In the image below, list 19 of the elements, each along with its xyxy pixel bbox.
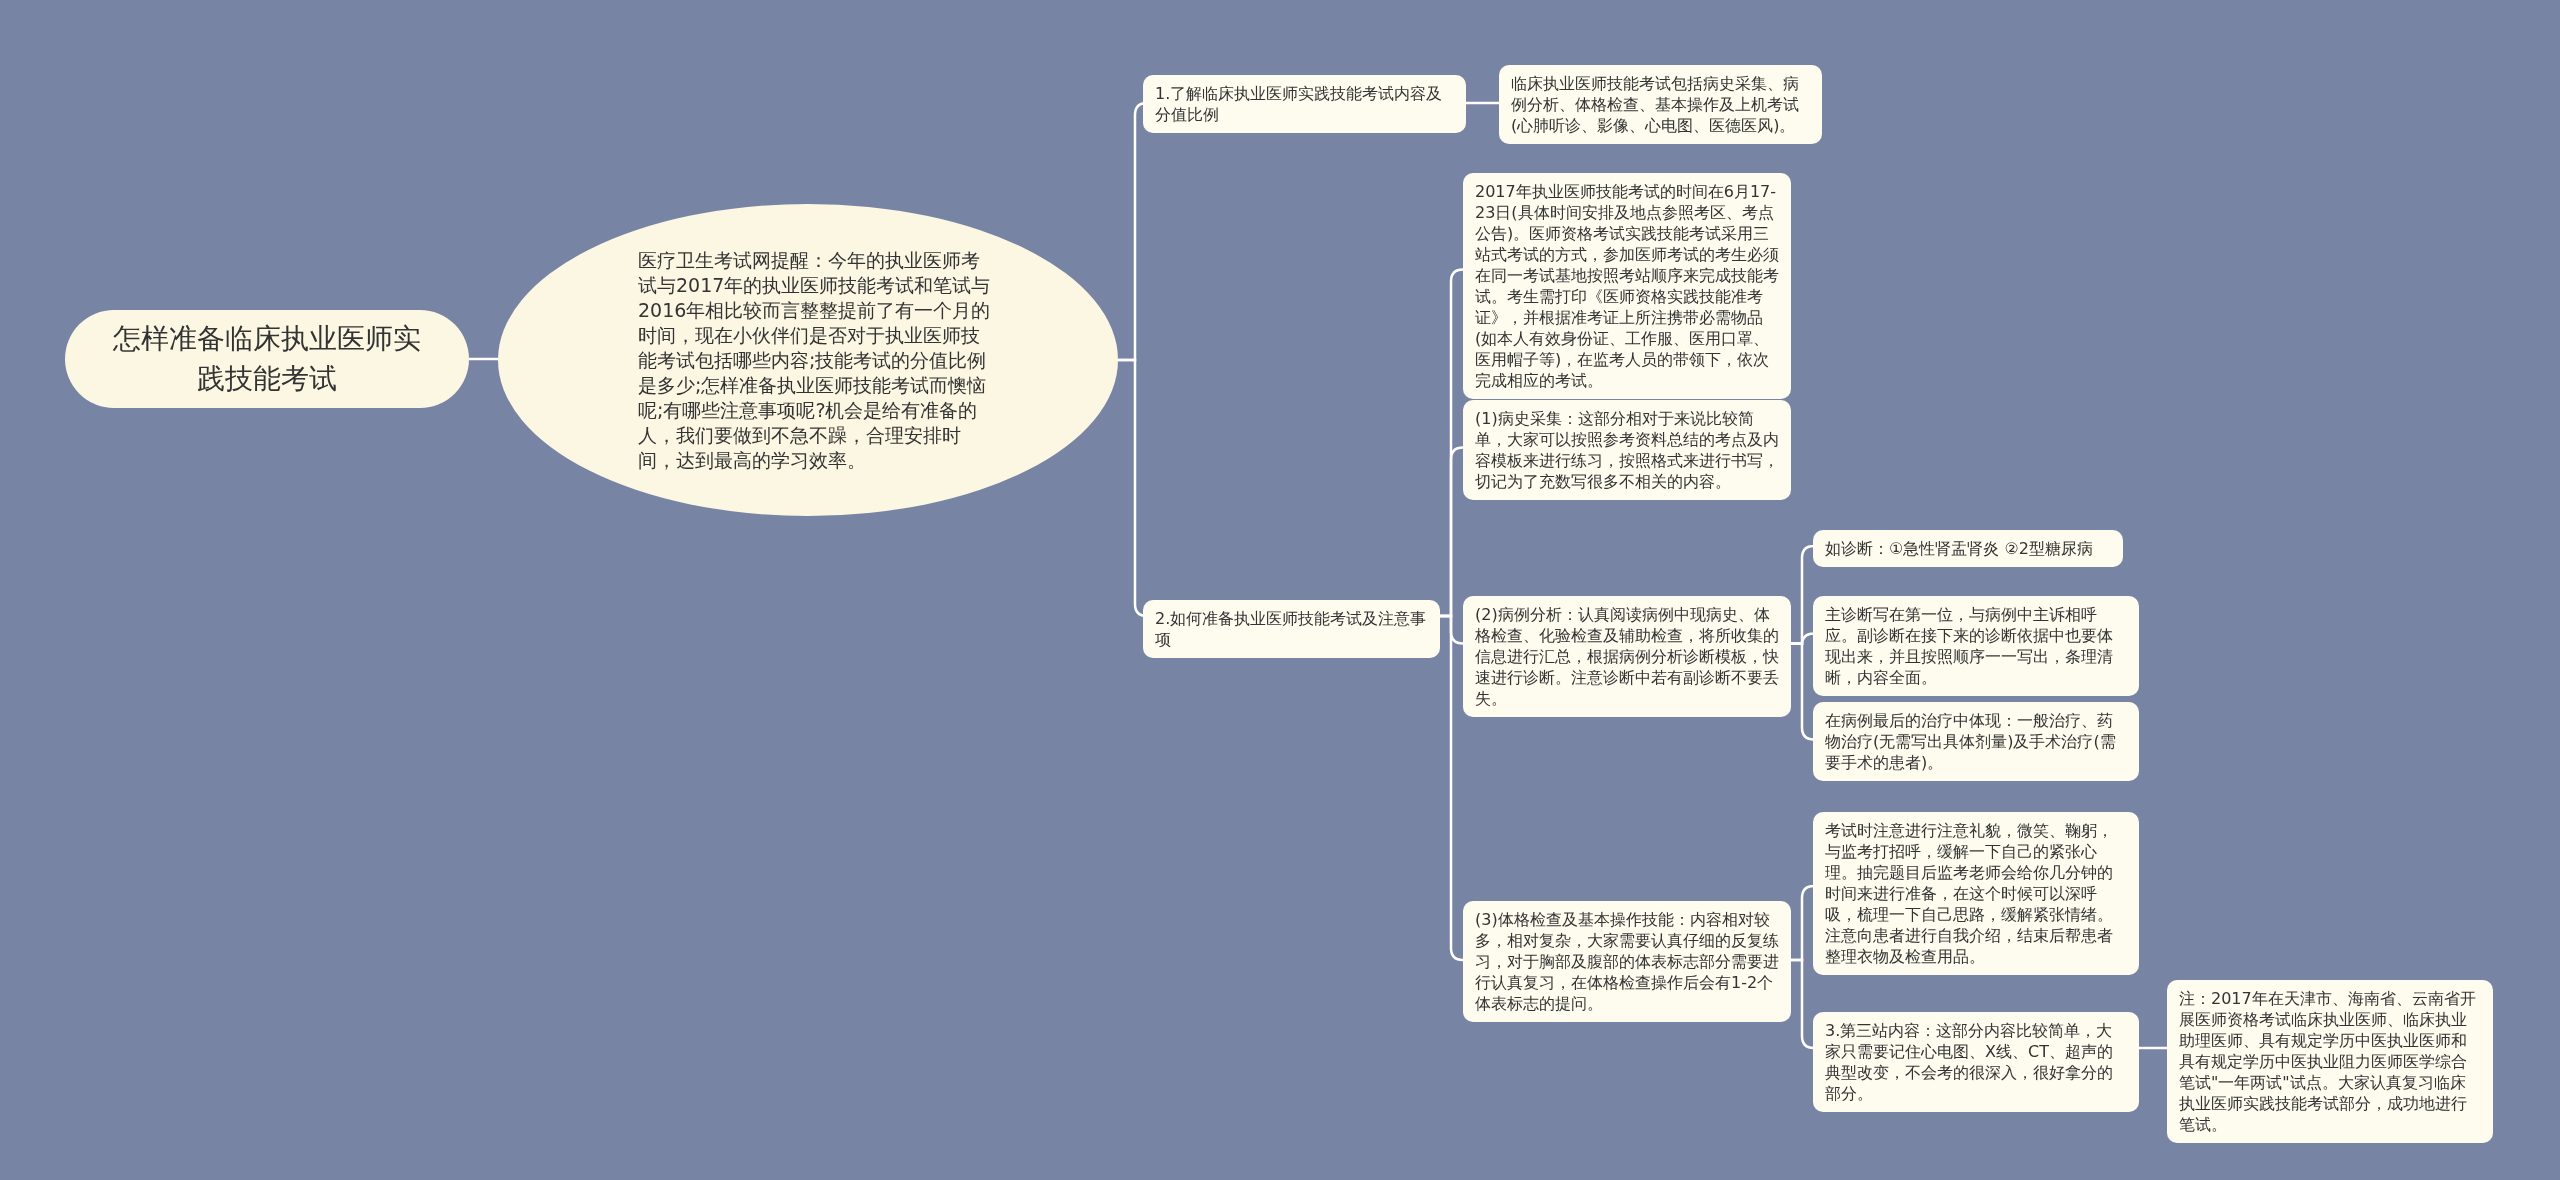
connector-line — [1466, 101, 1499, 105]
connector-line — [469, 357, 498, 361]
text-box: 考试时注意进行注意礼貌，微笑、鞠躬，与监考打招呼，缓解一下自己的紧张心理。抽完题目后监考老师会给你几分钟的时间来进行准备，在这个时候可以深呼吸，梳理一下自己思路，缓解紧张情绪。注意向患者进行自我介绍，结束后帮患者整理衣物及检查用品。 — [1813, 812, 2139, 975]
connector-line — [1440, 614, 1465, 962]
text-box: 如诊断：①急性肾盂肾炎 ②2型糖尿病 — [1813, 530, 2123, 567]
text-box: 临床执业医师技能考试包括病史采集、病例分析、体格检查、基本操作及上机考试(心肺听诊、影像、心电图、医德医风)。 — [1499, 65, 1822, 144]
text-box: 1.了解临床执业医师实践技能考试内容及分值比例 — [1143, 75, 1466, 133]
topic-box: 怎样准备临床执业医师实践技能考试 — [65, 310, 469, 408]
text-box: 2.如何准备执业医师技能考试及注意事项 — [1143, 600, 1440, 658]
text-box: 3.第三站内容：这部分内容比较简单，大家只需要记住心电图、X线、CT、超声的典型改变，不会考的很深入，很好拿分的部分。 — [1813, 1012, 2139, 1112]
text-box: (3)体格检查及基本操作技能：内容相对较多，相对复杂，大家需要认真仔细的反复练习，对于胸部及腹部的体表标志部分需要进行认真复习，在体格检查操作后会有1-2个体表标志的提问。 — [1463, 901, 1791, 1022]
text-box: 在病例最后的治疗中体现：一般治疗、药物治疗(无需写出具体剂量)及手术治疗(需要手术的患者)。 — [1813, 702, 2139, 781]
text-box: (1)病史采集：这部分相对于来说比较简单，大家可以按照参考资料总结的考点及内容模板来进行练习，按照格式来进行书写，切记为了充数写很多不相关的内容。 — [1463, 400, 1791, 500]
text-box: 注：2017年在天津市、海南省、云南省开展医师资格考试临床执业医师、临床执业助理医师、具有规定学历中医执业医师和具有规定学历中医执业阻力医师医学综合笔试"一年两试"试点。大家认真复习临床执业医师实践技能考试部分，成功地进行笔试。 — [2167, 980, 2493, 1143]
text-box: 主诊断写在第一位，与病例中主诉相呼应。副诊断在接下来的诊断依据中也要体现出来，并且按照顺序一一写出，条理清晰，内容全面。 — [1813, 596, 2139, 696]
text-box: (2)病例分析：认真阅读病例中现病史、体格检查、化验检查及辅助检查，将所收集的信息进行汇总，根据病例分析诊断模板，快速进行诊断。注意诊断中若有副诊断不要丢失。 — [1463, 596, 1791, 717]
ellipse-node: 医疗卫生考试网提醒：今年的执业医师考试与2017年的执业医师技能考试和笔试与2016年相比较而言整整提前了有一个月的时间，现在小伙伴们是否对于执业医师技能考试包括哪些内容;技能考试的分值比例是多少;怎样准备执业医师技能考试而懊恼呢;有哪些注意事项呢?机会是给有准备的人，我们要做到不急不躁，合理安排时间，达到最高的学习效率。 — [498, 204, 1118, 516]
text-box: 2017年执业医师技能考试的时间在6月17-23日(具体时间安排及地点参照考区、考点公告)。医师资格考试实践技能考试采用三站式考试的方式，参加医师考试的考生必须在同一考试基地按照考站顺序来完成技能考试。考生需打印《医师资格实践技能准考证》，并根据准考证上所注携带必需物品(如本人有效身份证、工作服、医用口罩、医用帽子等)，在监考人员的带领下，依次完成相应的考试。 — [1463, 173, 1791, 399]
connector-line — [2139, 1046, 2167, 1050]
